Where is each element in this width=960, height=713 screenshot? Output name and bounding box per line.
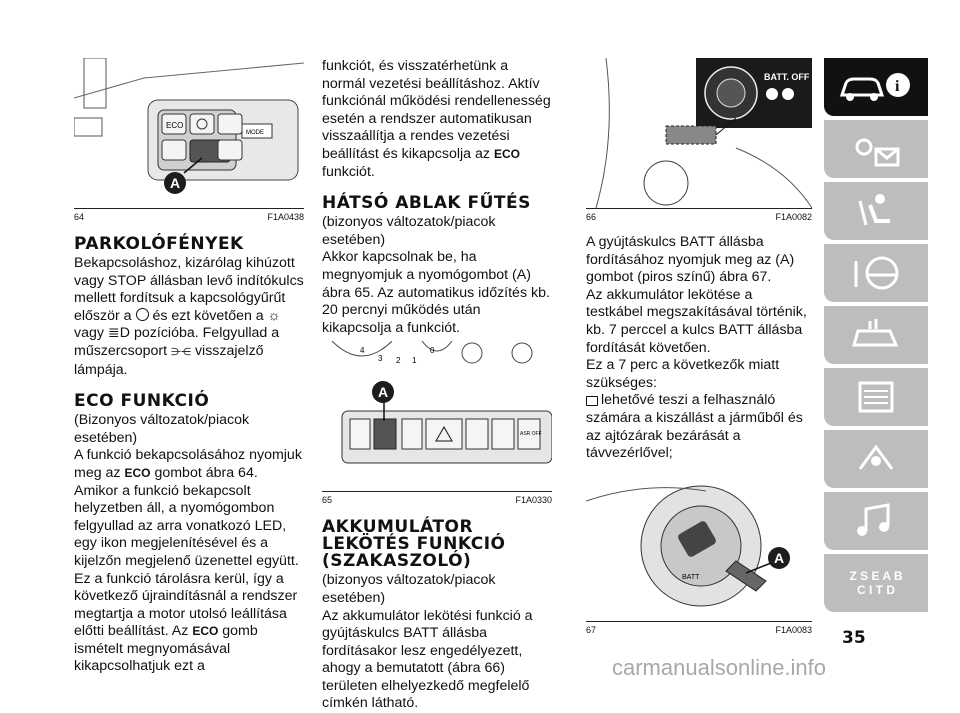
parking-lights-line3-post: pozícióba. Felgyullad a	[134, 325, 279, 341]
parking-lights-line4-pre: műszercsoport	[74, 343, 167, 359]
batt-reason-item-text: lehetővé teszi a felhasználó számára a k…	[586, 392, 803, 461]
batt-reason-intro: Ez a 7 perc a következők miatt szükséges…	[586, 357, 812, 392]
fig66-caption: 66 F1A0082	[586, 212, 812, 222]
rear-window-button-illustration: 4 3 2 1 0 ASR OFF	[322, 341, 552, 491]
fig67-marker-a: A	[768, 547, 790, 569]
fig65-asr-text: ASR OFF	[520, 431, 542, 437]
parking-lights-line4: műszercsoport ⋺⋲ visszajelző lámpája.	[74, 343, 304, 379]
multimedia-icon	[846, 501, 906, 541]
airbag-seat-icon	[846, 191, 906, 231]
fig66-code: F1A0082	[775, 212, 812, 222]
parking-lights-text: Bekapcsoláshoz, kizárólag kihúzott vagy …	[74, 255, 304, 308]
chapter-tabs: i	[824, 58, 928, 616]
parking-indicator-icon: ⋺⋲	[171, 347, 191, 358]
figure-67: BATT A	[586, 471, 812, 622]
eco-switch-panel-illustration: ECO MODE	[74, 58, 304, 208]
fig66-number: 66	[586, 212, 596, 222]
fig65-number: 65	[322, 495, 332, 505]
eco-p3-post: funkciót.	[322, 164, 375, 180]
fig66-batt-off-text: BATT. OFF	[764, 72, 810, 82]
eco-p1-eco: ECO	[124, 466, 150, 480]
batt-reason-item: lehetővé teszi a felhasználó számára a k…	[586, 392, 812, 462]
watermark-text: carmanualsonline.info	[612, 655, 826, 681]
fig67-number: 67	[586, 625, 596, 635]
parking-lights-line2-mid: és ezt követően a	[152, 308, 263, 324]
tab-maintenance[interactable]	[824, 368, 928, 426]
position-off-icon	[136, 308, 149, 321]
eco-p3-eco: ECO	[494, 147, 520, 161]
steering-wheel-icon	[846, 253, 906, 293]
column-1: ECO MODE A 64 F1A0438 PARKOLÓFÉNYEK Beka…	[74, 58, 304, 676]
eco-paragraph-3: funkciót, és visszatérhetünk a normál ve…	[322, 58, 552, 181]
svg-text:i: i	[895, 78, 900, 95]
service-car-icon	[846, 315, 906, 355]
gauge-label-3: 3	[378, 354, 383, 363]
parking-lights-line2-pre: először a	[74, 308, 132, 324]
alphabetical-index-icon: Z S E A B C I T D	[846, 569, 906, 597]
tab-driving[interactable]	[824, 244, 928, 302]
column-3: BATT. OFF 66 F1A0082 A gyújtáskulcs BATT…	[586, 58, 812, 635]
parking-lights-line2: először a és ezt követően a ☼	[74, 308, 304, 326]
heading-parking-lights: PARKOLÓFÉNYEK	[74, 236, 304, 253]
eco-p2-eco: ECO	[192, 624, 218, 638]
page-number: 35	[842, 628, 866, 648]
fig64-number: 64	[74, 212, 84, 222]
battery-variants-note: (bizonyos változatok/piacok esetében)	[322, 572, 552, 607]
tab-emergency[interactable]	[824, 306, 928, 364]
parking-lights-line3-pre: vagy	[74, 325, 104, 341]
gauge-label-4: 4	[360, 346, 365, 355]
heading-eco-function: ECO FUNKCIÓ	[74, 393, 304, 410]
specifications-icon	[846, 439, 906, 479]
warning-lights-icon	[846, 129, 906, 169]
fig65-caption: 65 F1A0330	[322, 495, 552, 505]
parking-lights-line3: vagy ≣D pozícióba. Felgyullad a	[74, 325, 304, 343]
figure-64: ECO MODE A	[74, 58, 304, 209]
eco-variants-note: (Bizonyos változatok/piacok esetében)	[74, 412, 304, 447]
eco-paragraph-1: A funkció bekapcsolásához nyomjuk meg az…	[74, 447, 304, 570]
heading-battery-disconnect: AKKUMULÁTOR LEKÖTÉS FUNKCIÓ (SZAKASZOLÓ)	[322, 519, 552, 570]
maintenance-icon	[846, 377, 906, 417]
gauge-label-1: 1	[412, 356, 417, 365]
fig67-caption: 67 F1A0083	[586, 625, 812, 635]
fig64-code: F1A0438	[267, 212, 304, 222]
eco-p2-pre: Ez a funkció tárolásra kerül, így a köve…	[74, 571, 297, 640]
ignition-key-batt-illustration: BATT	[586, 471, 812, 621]
sun-lamp-icon: ☼	[268, 308, 281, 324]
batt-disconnect-timing: Az akkumulátor lekötése a testkábel megs…	[586, 287, 812, 357]
heading-battery-line3: (SZAKASZOLÓ)	[322, 551, 471, 571]
fig64-marker-a: A	[164, 172, 186, 194]
battery-disconnect-text: Az akkumulátor lekötési funkció a gyújtá…	[322, 608, 552, 713]
rear-window-variants-note: (bizonyos változatok/piacok esetében)	[322, 214, 552, 249]
ignition-batt-label-illustration: BATT. OFF	[586, 58, 812, 208]
car-info-icon: i	[836, 67, 916, 107]
fig67-code: F1A0083	[775, 625, 812, 635]
eco-paragraph-2: Ez a funkció tárolásra kerül, így a köve…	[74, 571, 304, 677]
fig67-batt-text: BATT	[682, 574, 700, 581]
fig64-mode-text: MODE	[246, 130, 264, 136]
tab-safety[interactable]	[824, 182, 928, 240]
column-2: funkciót, és visszatérhetünk a normál ve…	[322, 58, 552, 713]
tab-warning-lights[interactable]	[824, 120, 928, 178]
tab-specifications[interactable]	[824, 430, 928, 488]
figure-65: 4 3 2 1 0 ASR OFF A	[322, 341, 552, 492]
figure-66: BATT. OFF	[586, 58, 812, 209]
heading-rear-window-heating: HÁTSÓ ABLAK FŰTÉS	[322, 195, 552, 212]
tab-multimedia[interactable]	[824, 492, 928, 550]
fig64-eco-text: ECO	[166, 121, 183, 130]
gauge-label-0: 0	[430, 346, 435, 355]
gauge-label-2: 2	[396, 356, 401, 365]
rear-window-text: Akkor kapcsolnak be, ha megnyomjuk a nyo…	[322, 249, 552, 337]
fig65-code: F1A0330	[515, 495, 552, 505]
batt-turn-text: A gyújtáskulcs BATT állásba fordításához…	[586, 234, 812, 287]
tab-index[interactable]: Z S E A B C I T D	[824, 554, 928, 612]
headlamp-icon: ≣D	[108, 325, 130, 341]
fig64-caption: 64 F1A0438	[74, 212, 304, 222]
tab-car-info[interactable]: i	[824, 58, 928, 116]
bullet-box-icon	[586, 396, 598, 406]
